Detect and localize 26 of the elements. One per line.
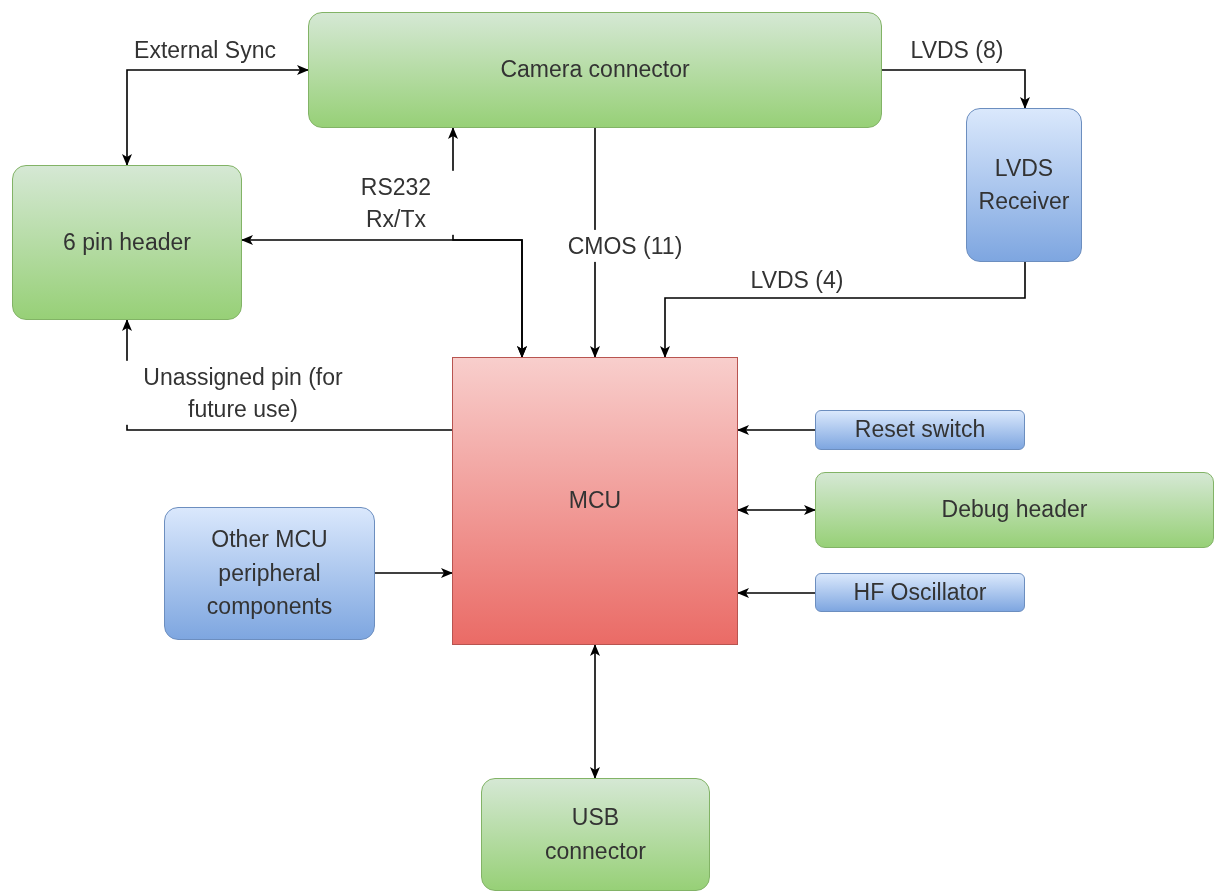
block-box xyxy=(815,410,1025,450)
arrow xyxy=(374,568,453,578)
block-label: LVDS Receiver xyxy=(977,153,1071,216)
block-box xyxy=(815,472,1214,548)
block-box xyxy=(481,778,710,891)
block-box xyxy=(452,357,738,645)
block-label: Debug header xyxy=(941,495,1088,525)
arrow xyxy=(737,505,816,515)
block-box xyxy=(966,108,1082,262)
block-box xyxy=(164,507,375,640)
arrow xyxy=(590,644,600,779)
block-label: USB connector xyxy=(544,803,647,866)
arrow xyxy=(737,588,816,598)
block-label: Reset switch xyxy=(854,415,986,445)
arrow xyxy=(660,261,1026,358)
block-label: Camera connector xyxy=(500,55,690,85)
arrow xyxy=(881,69,1030,109)
block-box xyxy=(12,165,242,320)
block-label: 6 pin header xyxy=(63,227,191,257)
block-label: MCU xyxy=(568,486,622,516)
block-box xyxy=(815,573,1025,612)
block-label: Other MCU peripheral components xyxy=(205,525,334,622)
arrow xyxy=(737,425,816,435)
block-box xyxy=(308,12,882,128)
arrow xyxy=(122,65,309,166)
block-label: HF Oscillator xyxy=(853,577,987,607)
